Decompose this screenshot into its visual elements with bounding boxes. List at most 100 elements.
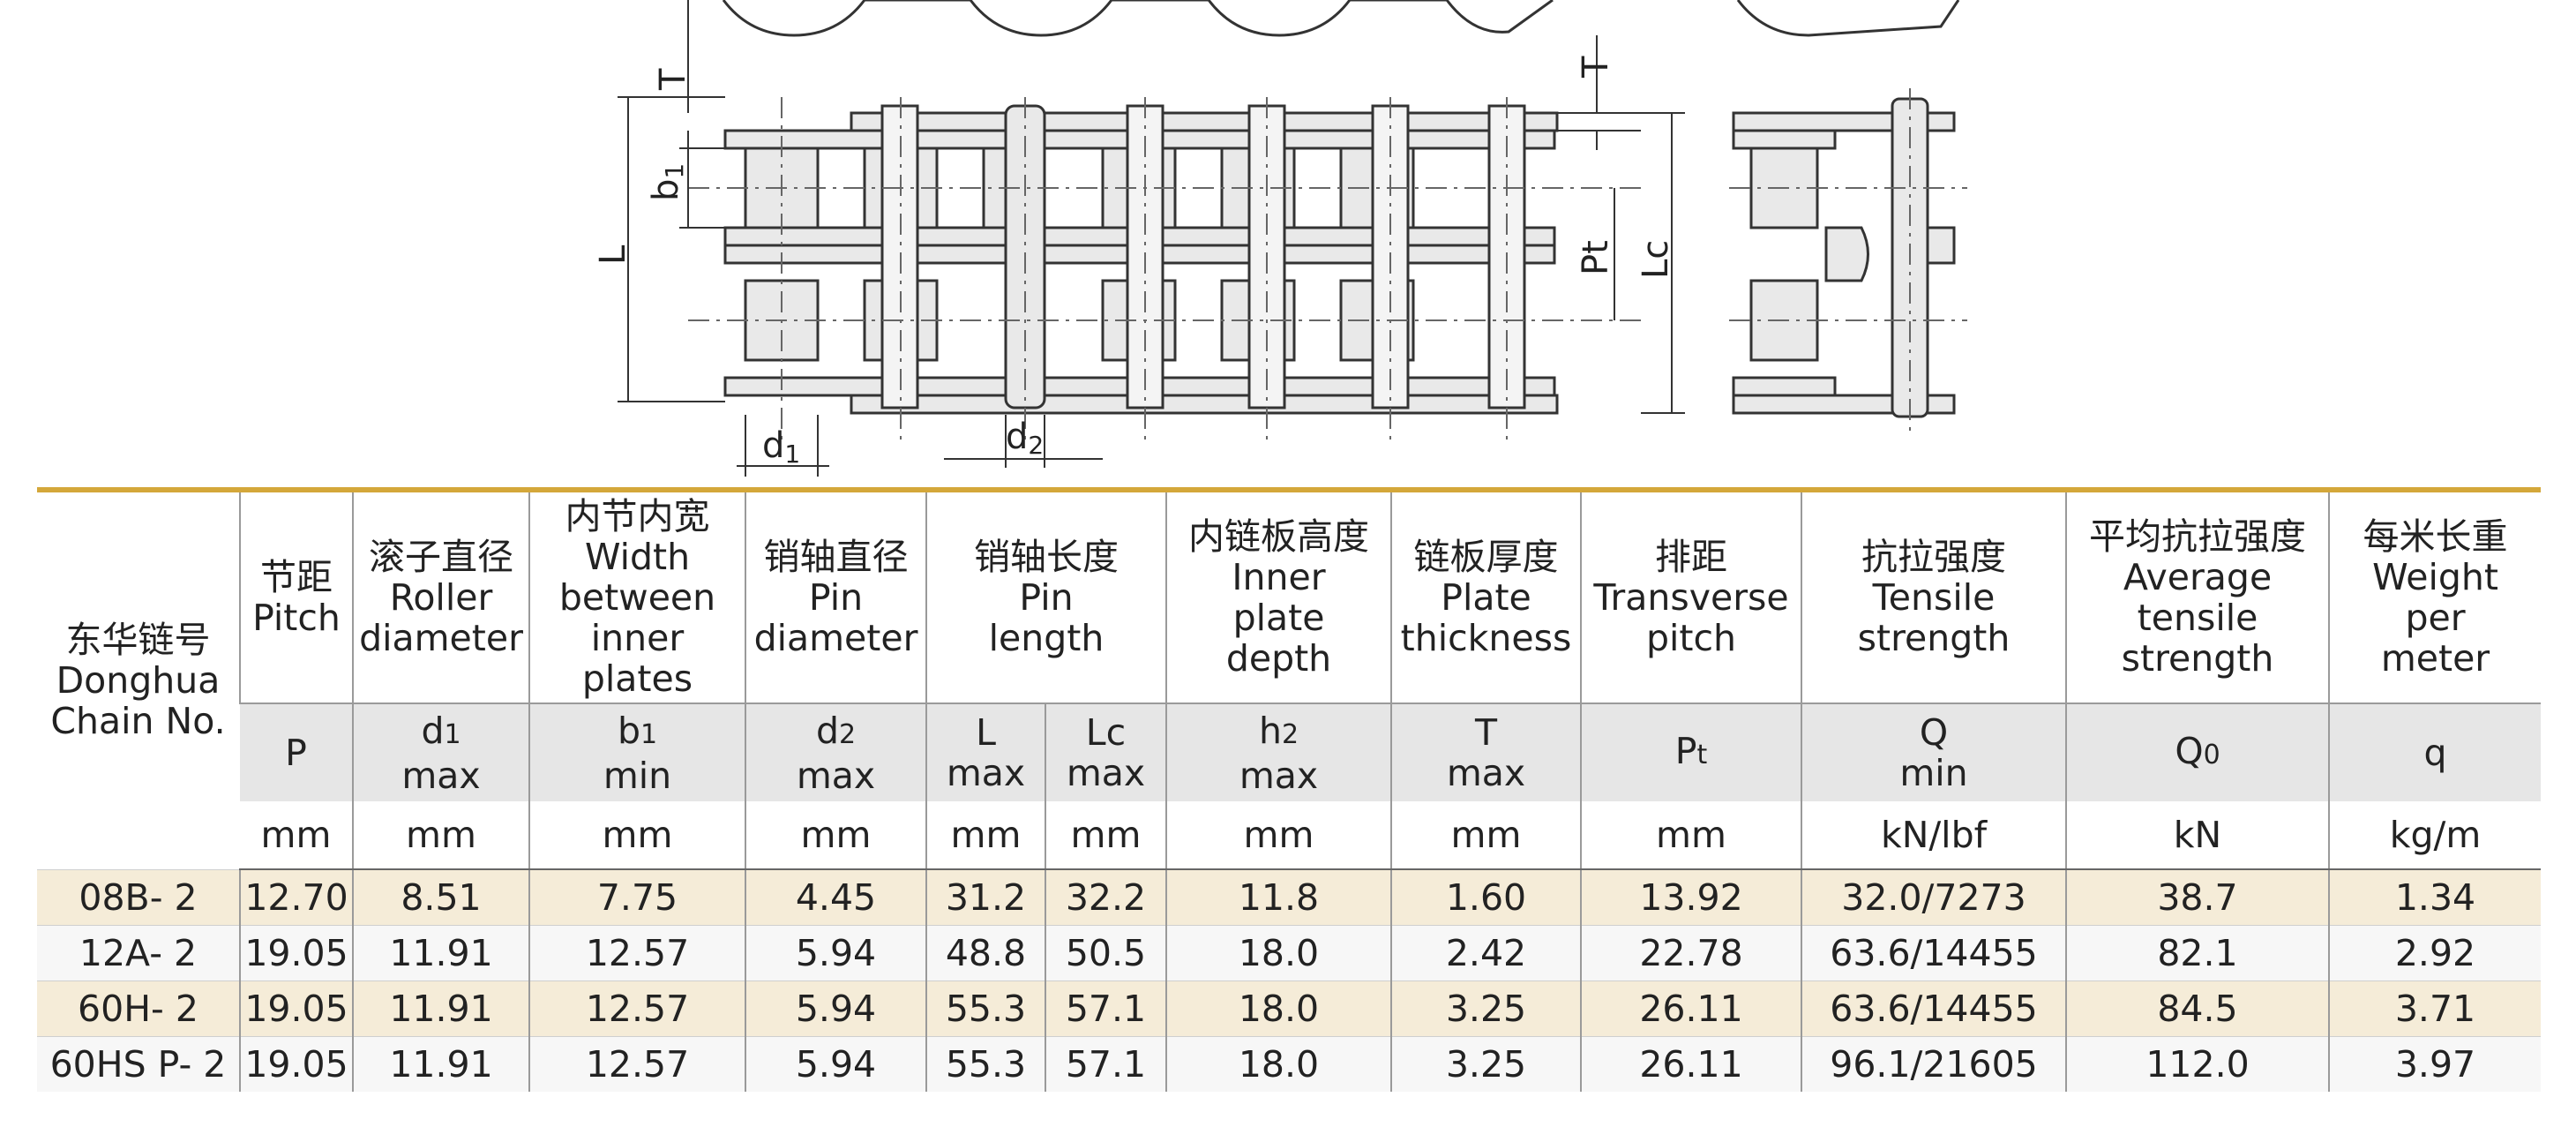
table-cell: 4.45 (745, 868, 926, 926)
unit-cell: mm (925, 801, 1045, 870)
chain-side-view-partial (722, 0, 1554, 37)
chain-no-header-en1: Donghua (56, 659, 221, 702)
table-cell: 32.0/7273 (1801, 868, 2066, 926)
table-cell: 3.71 (2328, 980, 2541, 1037)
chain-no-cell: 60H- 2 (37, 980, 240, 1037)
unit-cell: kN (2065, 801, 2329, 870)
table-cell: 5.94 (745, 980, 926, 1037)
inner-plate-top (850, 111, 1559, 132)
table-cell: 18.0 (1165, 925, 1391, 981)
dim-label-Lc: Lc (1636, 240, 1676, 279)
table-cell: 11.8 (1165, 868, 1391, 926)
table-cell: 26.11 (1580, 1036, 1801, 1092)
table-cell: 57.1 (1045, 1036, 1166, 1092)
table-cell: 2.92 (2328, 925, 2541, 981)
table-cell: 96.1/21605 (1801, 1036, 2066, 1092)
dim-label-b1: b1 (646, 163, 689, 201)
table-cell: 1.34 (2328, 868, 2541, 926)
dim-label-L: L (593, 244, 633, 265)
table-cell: 2.42 (1390, 925, 1581, 981)
unit-cell: mm (528, 801, 745, 870)
table-cell: 19.05 (239, 980, 353, 1037)
table-cell: 12.70 (239, 868, 353, 926)
symbol-cell: Q0 (2065, 702, 2329, 801)
table-cell: 1.60 (1390, 868, 1581, 926)
table-cell: 38.7 (2065, 868, 2329, 926)
table-cell: 63.6/14455 (1801, 925, 2066, 981)
unit-cell: kg/m (2328, 801, 2541, 870)
chain-technical-drawing: T b1 L d1 d2 T Pt Lc (593, 0, 1967, 477)
table-cell: 7.75 (528, 868, 745, 926)
end-view-plate-right (1926, 226, 1956, 265)
chain-end-view-partial (1736, 0, 1960, 37)
chain-no-header: 东华链号 Donghua Chain No. (37, 490, 240, 869)
table-cell: 50.5 (1045, 925, 1166, 981)
chain-no-cell: 12A- 2 (37, 925, 240, 981)
chain-no-header-en2: Chain No. (50, 700, 226, 743)
unit-cell: mm (1045, 801, 1166, 870)
table-cell: 82.1 (2065, 925, 2329, 981)
table-cell: 5.94 (745, 925, 926, 981)
unit-cell: mm (1580, 801, 1801, 870)
end-view-plate-3 (1732, 376, 1837, 397)
table-cell: 3.25 (1390, 980, 1581, 1037)
dim-label-d1: d1 (762, 425, 800, 469)
unit-cell: kN/lbf (1801, 801, 2066, 870)
table-cell: 3.97 (2328, 1036, 2541, 1092)
unit-cell: mm (352, 801, 529, 870)
symbol-cell: Pt (1580, 702, 1801, 801)
table-cell: 8.51 (352, 868, 529, 926)
table-cell: 32.2 (1045, 868, 1166, 926)
table-cell: 12.57 (528, 980, 745, 1037)
unit-cell: mm (1165, 801, 1391, 870)
unit-cell: mm (240, 801, 353, 870)
dim-label-d2: d2 (1006, 417, 1044, 460)
chain-no-cell: 08B- 2 (37, 868, 240, 926)
table-cell: 19.05 (239, 925, 353, 981)
table-cell: 84.5 (2065, 980, 2329, 1037)
table-cell: 11.91 (352, 1036, 529, 1092)
symbol-cell: P (240, 702, 353, 801)
end-view-link-plate (1824, 226, 1869, 282)
chain-no-cell: 60HS P- 2 (37, 1036, 240, 1092)
table-cell: 3.25 (1390, 1036, 1581, 1092)
dim-label-T-right: T (1576, 56, 1616, 79)
dim-label-Pt: Pt (1576, 240, 1616, 275)
inner-plate-bottom (850, 394, 1559, 415)
table-cell: 12.57 (528, 925, 745, 981)
table-cell: 22.78 (1580, 925, 1801, 981)
chain-no-header-cn: 东华链号 (65, 619, 211, 662)
symbol-cell: q (2328, 702, 2541, 801)
table-cell: 48.8 (925, 925, 1045, 981)
table-cell: 26.11 (1580, 980, 1801, 1037)
table-cell: 11.91 (352, 925, 529, 981)
table-cell: 11.91 (352, 980, 529, 1037)
end-view-plate-2 (1732, 129, 1837, 150)
dim-label-T-left: T (653, 68, 693, 91)
table-cell: 5.94 (745, 1036, 926, 1092)
table-cell: 18.0 (1165, 1036, 1391, 1092)
table-cell: 18.0 (1165, 980, 1391, 1037)
table-cell: 55.3 (925, 980, 1045, 1037)
